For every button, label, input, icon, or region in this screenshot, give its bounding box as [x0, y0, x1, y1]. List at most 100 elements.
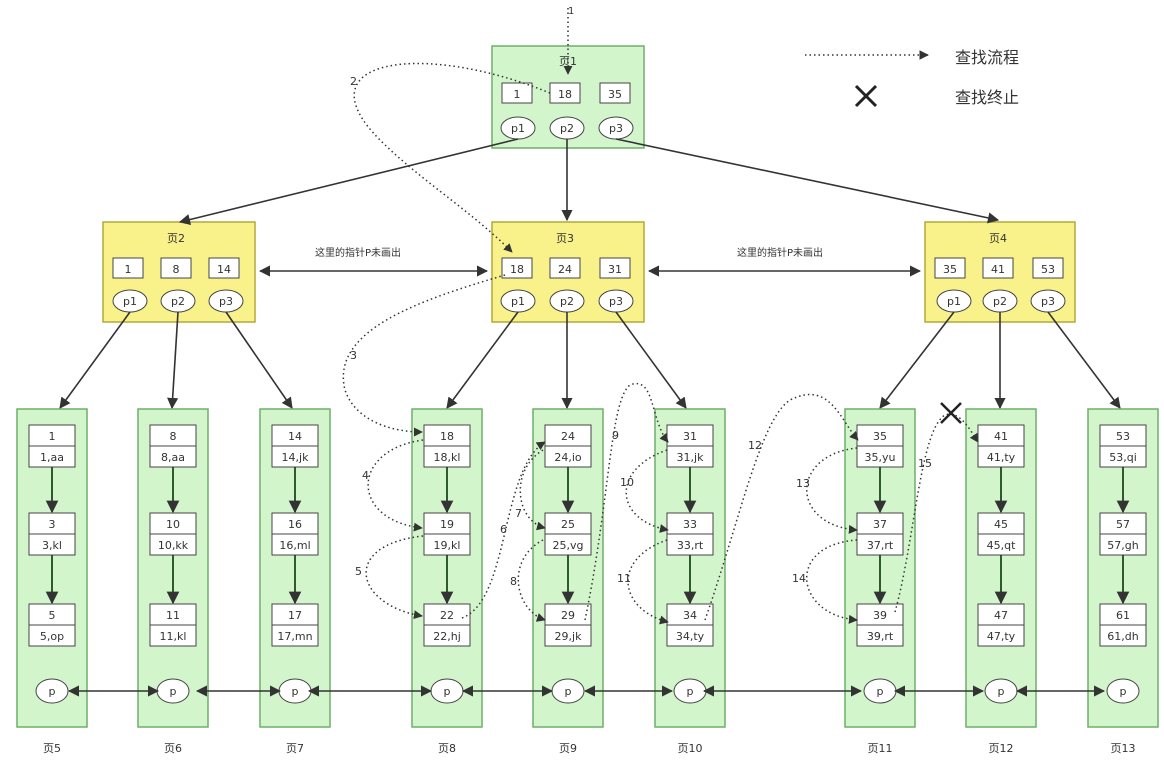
record-value: 37,rt — [867, 539, 894, 552]
search-flow — [342, 8, 979, 625]
leaf-page-label: 页7 — [286, 742, 304, 755]
key: 14 — [217, 263, 231, 276]
pointer: p2 — [171, 295, 185, 308]
record-value: 31,jk — [677, 451, 705, 464]
leaf-pointer-label: p — [565, 685, 572, 698]
step-label: 10 — [620, 476, 634, 489]
record-key: 5 — [49, 609, 56, 622]
cross-icon — [854, 84, 878, 108]
page-2: 页2 1 8 14 p1 p2 p3 — [102, 221, 256, 323]
pointer: p1 — [511, 122, 525, 135]
record-key: 57 — [1116, 518, 1130, 531]
step-label: 8 — [510, 575, 517, 588]
record-value: 3,kl — [42, 539, 62, 552]
leaf-page-label: 页10 — [678, 742, 703, 755]
record-key: 8 — [170, 430, 177, 443]
page-4-label: 页4 — [989, 232, 1007, 245]
record-value: 35,yu — [865, 451, 896, 464]
record-key: 53 — [1116, 430, 1130, 443]
leaf-page-label: 页13 — [1111, 742, 1136, 755]
step-label: 11 — [617, 572, 631, 585]
record-key: 18 — [440, 430, 454, 443]
key: 1 — [514, 88, 521, 101]
record-value: 33,rt — [677, 539, 704, 552]
legend-search-end: 查找终止 — [955, 88, 1019, 107]
leaf-pointer — [1106, 678, 1140, 704]
key: 31 — [608, 263, 622, 276]
step-label: 13 — [796, 477, 810, 490]
record-value: 45,qt — [987, 539, 1016, 552]
record-key: 25 — [561, 518, 575, 531]
record-value: 17,mn — [277, 630, 312, 643]
pointer: p2 — [560, 295, 574, 308]
leaf-pages: 11,aa33,kl55,opp页588,aa1010,kk1111,klp页6… — [16, 408, 1159, 755]
leaf-pointer-label: p — [292, 685, 299, 698]
leaf-pointer-label: p — [998, 685, 1005, 698]
record-key: 14 — [288, 430, 302, 443]
step-label: 1 — [568, 6, 574, 17]
record-value: 39,rt — [867, 630, 894, 643]
leaf-page-label: 页11 — [868, 742, 893, 755]
step-label: 7 — [515, 507, 522, 520]
record-value: 53,qi — [1109, 451, 1137, 464]
record-value: 61,dh — [1107, 630, 1138, 643]
step-labels: 1 2 3 4 5 6 7 8 9 10 11 12 13 14 15 — [350, 6, 932, 588]
leaf-page-label: 页6 — [164, 742, 182, 755]
page-3: 页3 18 24 31 p1 p2 p3 — [491, 221, 645, 323]
record-value: 22,hj — [433, 630, 461, 643]
leaf-pointer-label: p — [877, 685, 884, 698]
pointer: p3 — [1041, 295, 1055, 308]
leaf-pointer-label: p — [49, 685, 56, 698]
leaf-pointer-label: p — [170, 685, 177, 698]
step-label: 2 — [350, 75, 357, 88]
record-value: 41,ty — [987, 451, 1016, 464]
page-1-label: 页1 — [559, 55, 577, 68]
record-key: 1 — [49, 430, 56, 443]
pointer: p1 — [123, 295, 137, 308]
note-left: 这里的指针P未画出 — [315, 246, 401, 259]
record-value: 47,ty — [987, 630, 1016, 643]
note-right: 这里的指针P未画出 — [737, 246, 823, 259]
leaf-page-label: 页12 — [989, 742, 1014, 755]
tree-edges — [59, 138, 1121, 410]
leaf-pointer-label: p — [444, 685, 451, 698]
step-label: 15 — [918, 457, 932, 470]
record-value: 5,op — [40, 630, 64, 643]
record-value: 14,jk — [282, 451, 310, 464]
record-value: 8,aa — [161, 451, 185, 464]
step-label: 5 — [355, 565, 362, 578]
pointer: p2 — [993, 295, 1007, 308]
key: 8 — [173, 263, 180, 276]
leaf-page-label: 页9 — [559, 742, 577, 755]
page-2-label: 页2 — [167, 232, 185, 245]
record-key: 31 — [683, 430, 697, 443]
record-value: 34,ty — [676, 630, 705, 643]
leaf-pointer-label: p — [687, 685, 694, 698]
page-1-pointers: p1 p2 p3 — [500, 116, 634, 140]
key: 18 — [558, 88, 572, 101]
pointer: p3 — [609, 295, 623, 308]
step-label: 6 — [500, 523, 507, 536]
pointer: p3 — [219, 295, 233, 308]
record-value: 18,kl — [434, 451, 461, 464]
step-label: 9 — [612, 429, 619, 442]
legend: 查找流程 查找终止 — [805, 48, 1019, 108]
record-key: 41 — [994, 430, 1008, 443]
key: 41 — [991, 263, 1005, 276]
record-key: 19 — [440, 518, 454, 531]
record-key: 35 — [873, 430, 887, 443]
record-key: 61 — [1116, 609, 1130, 622]
leaf-pointer-label: p — [1120, 685, 1127, 698]
record-value: 29,jk — [555, 630, 583, 643]
pointer: p1 — [511, 295, 525, 308]
page-1: 页1 1 18 35 p1 p2 p3 — [491, 45, 645, 149]
record-value: 16,ml — [279, 539, 310, 552]
record-key: 17 — [288, 609, 302, 622]
key: 24 — [558, 263, 572, 276]
